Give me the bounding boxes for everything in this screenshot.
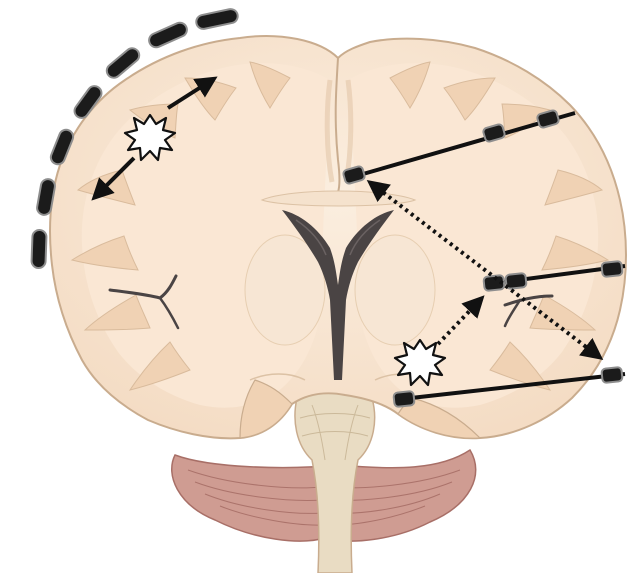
strip-contact [195,8,239,30]
electrode-contact [601,367,622,383]
electrode-contact [393,391,414,407]
strip-contact [31,230,46,268]
electrode-contact [601,261,622,277]
strip-contact [147,20,189,49]
